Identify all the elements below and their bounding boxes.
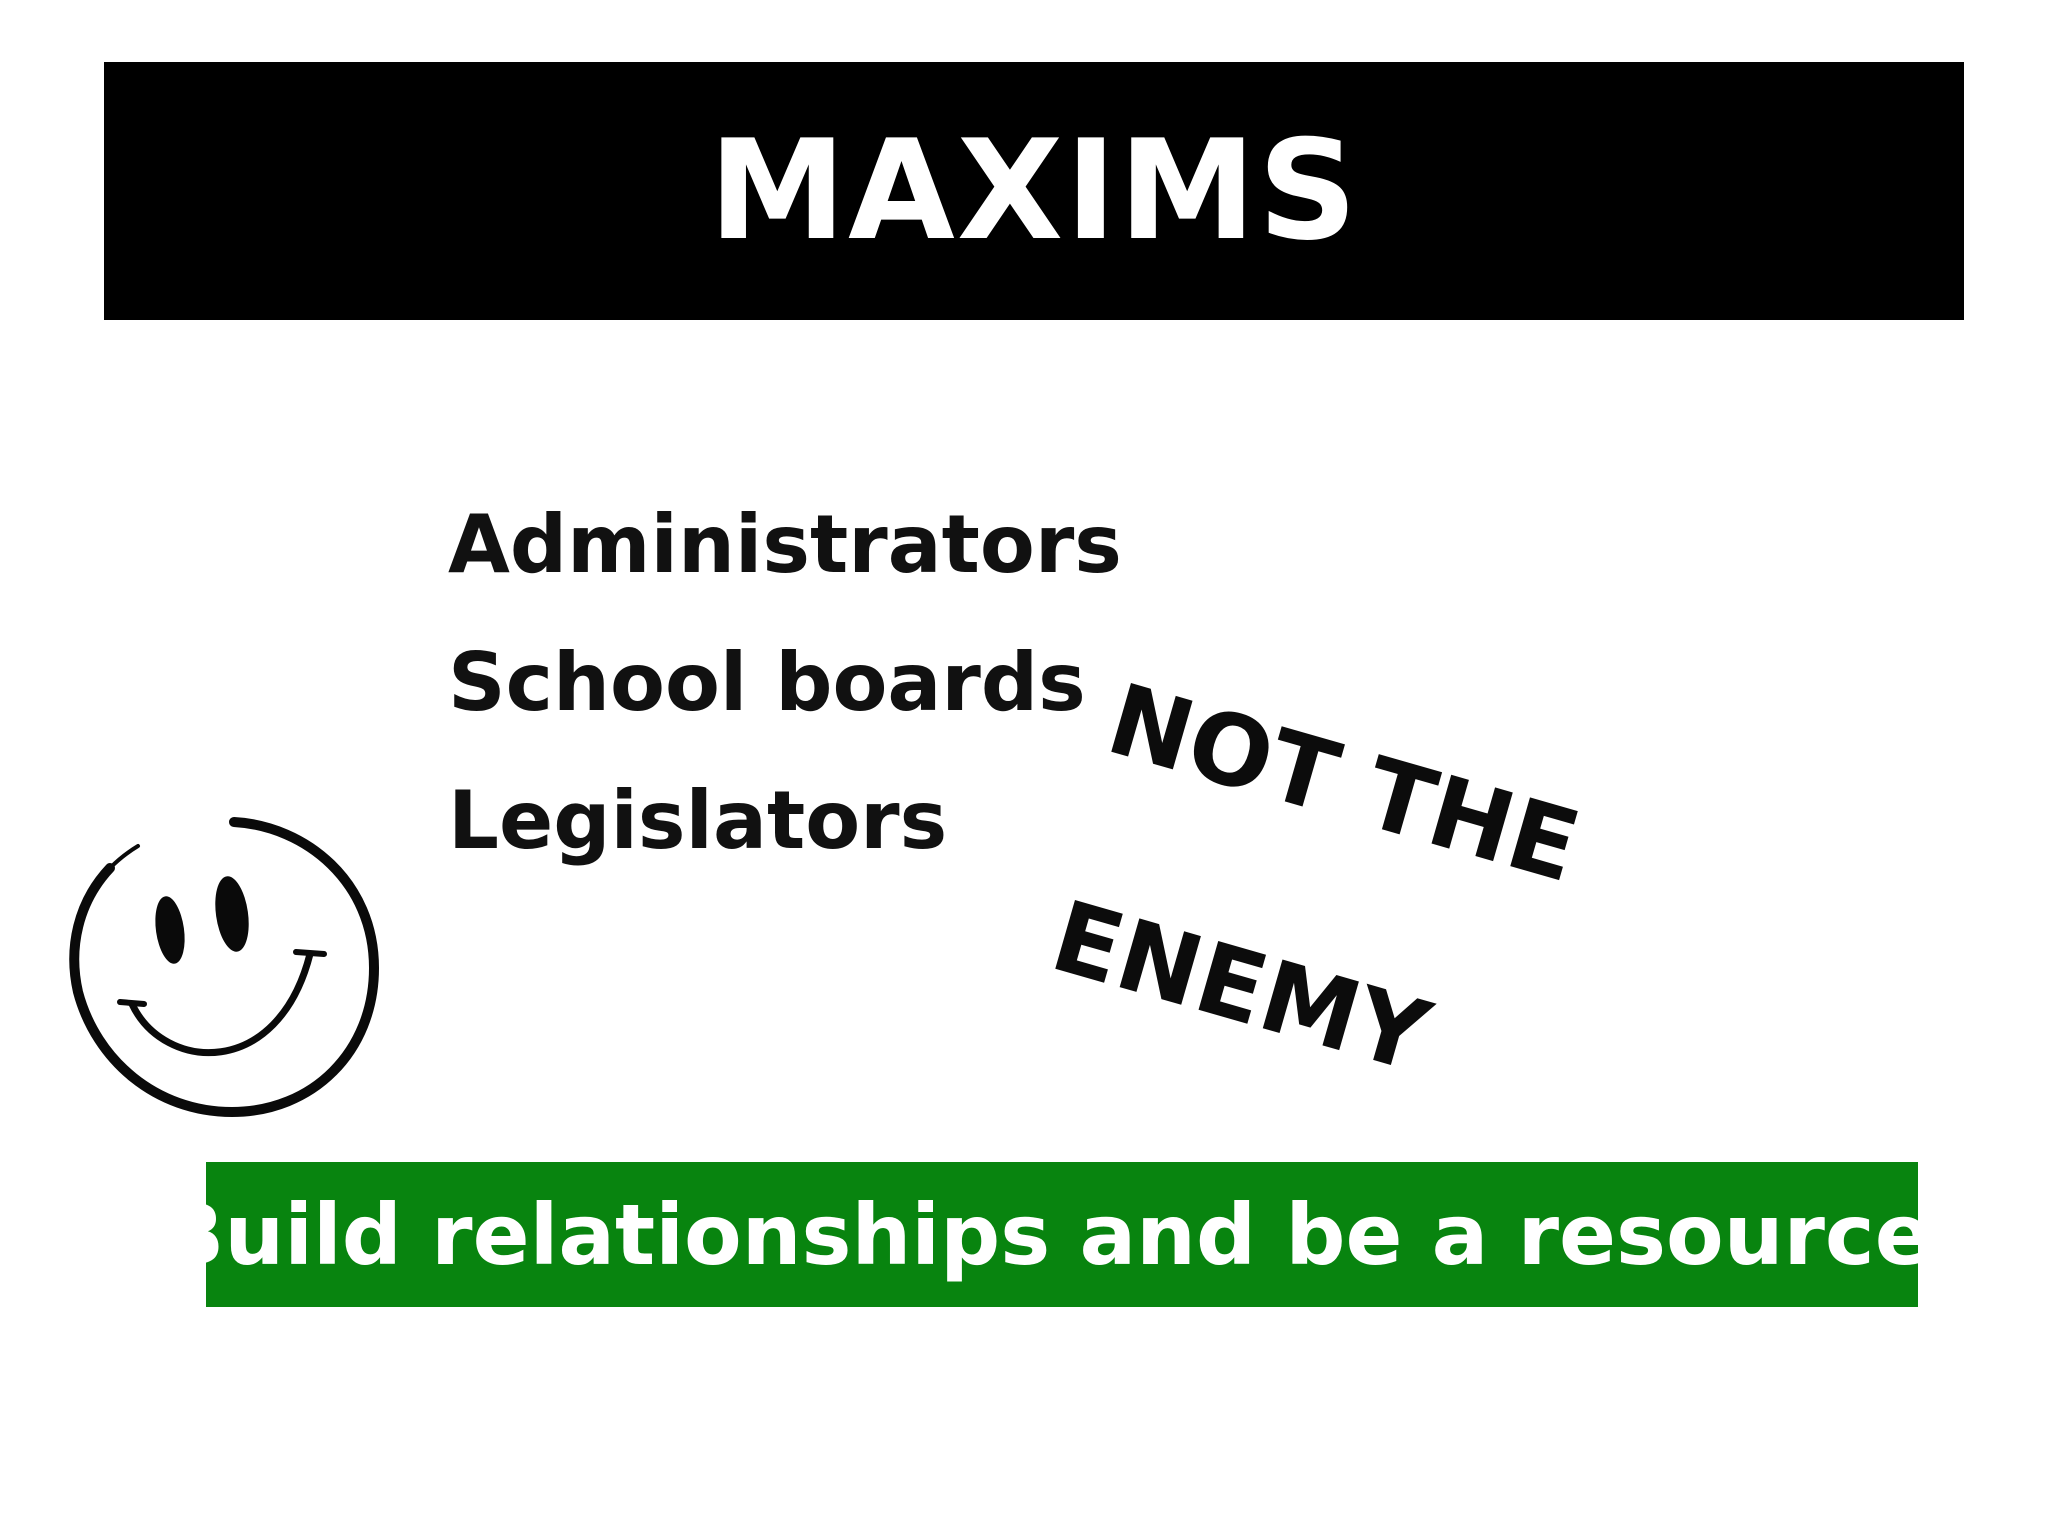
group-item-school-boards: School boards [448,636,1086,729]
group-item-legislators: Legislators [448,774,948,867]
stamp-line-1: NOT THE [1095,662,1591,906]
title-bar: MAXIMS [104,62,1964,320]
smiley-face-icon [69,817,380,1118]
group-list: Administrators School boards Legislators [448,476,1122,890]
key-message-banner: Build relationships and be a resource. [160,1162,1964,1307]
group-item-administrators: Administrators [448,498,1122,591]
slide-title: MAXIMS [708,110,1360,271]
key-message-text: Build relationships and be a resource. [160,1185,1964,1284]
stamp-line-2: ENEMY [1040,879,1441,1096]
